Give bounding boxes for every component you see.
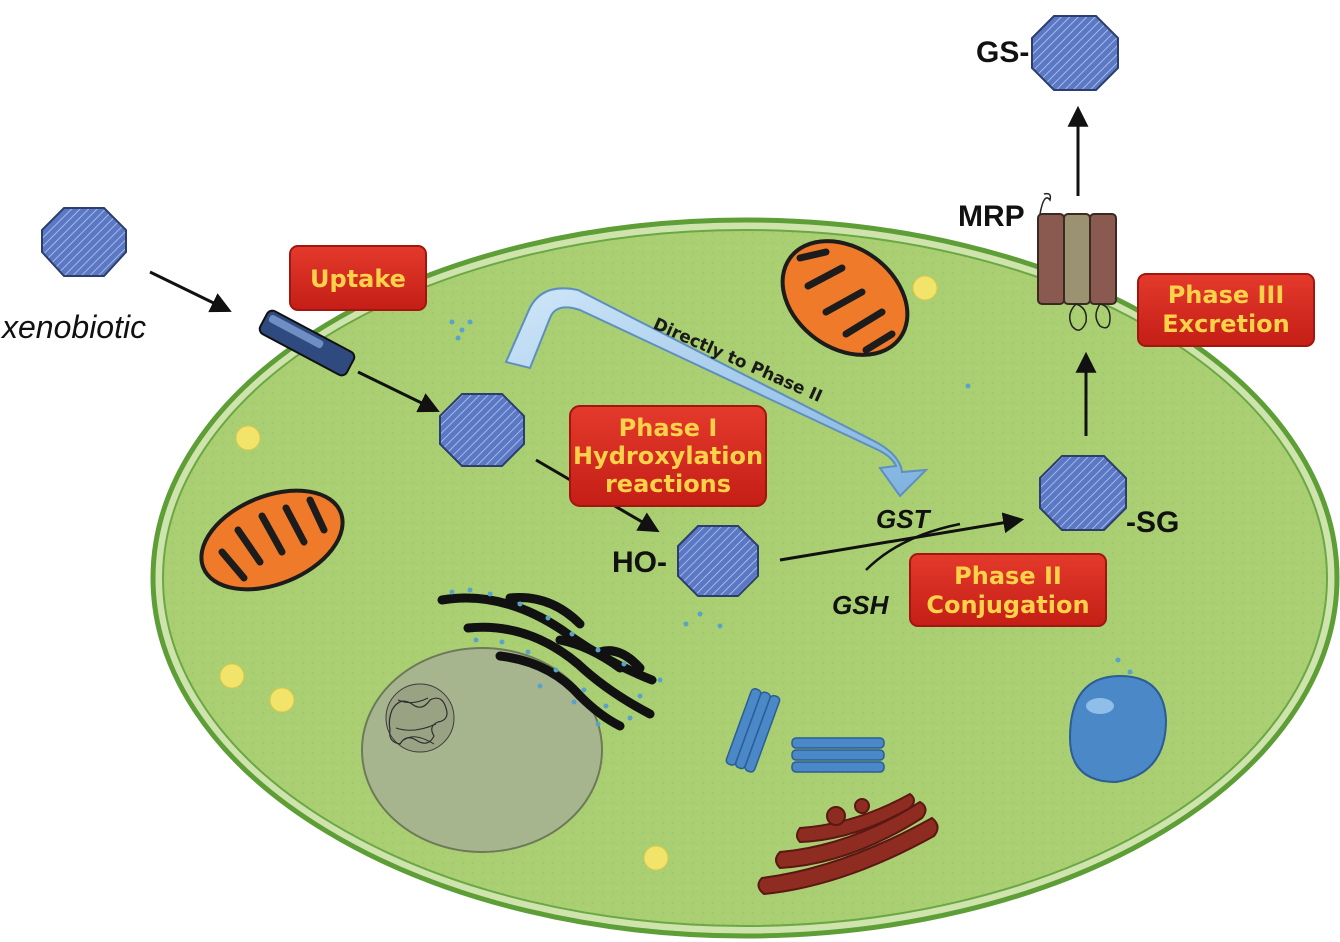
small-dots bbox=[449, 319, 1133, 675]
phase3-box bbox=[1137, 273, 1315, 347]
phase2-label-line2: Conjugation bbox=[926, 591, 1089, 619]
xenobiotic-molecule-icon bbox=[41, 207, 127, 277]
gst-label: GST bbox=[876, 504, 932, 534]
ribosome-dots bbox=[449, 587, 663, 727]
directly-to-phase2-arrow bbox=[504, 287, 929, 498]
mrp-label: MRP bbox=[958, 200, 1025, 233]
gsh-arrow bbox=[865, 522, 961, 571]
phase2-label-line1: Phase II bbox=[954, 562, 1062, 590]
uptake-label: Uptake bbox=[310, 265, 406, 293]
vesicle-icon bbox=[1068, 674, 1168, 784]
phase2-box bbox=[909, 553, 1107, 627]
golgi-icon bbox=[757, 792, 939, 896]
conjugated-molecule-icon bbox=[1039, 455, 1127, 531]
xenobiotic-label: xenobiotic bbox=[0, 309, 146, 345]
endoplasmic-reticulum-icon bbox=[437, 593, 657, 731]
arrow-to-transporter bbox=[149, 270, 232, 313]
phase3-label-line1: Phase III bbox=[1168, 281, 1285, 309]
granules bbox=[219, 275, 938, 871]
mitochondrion-icon bbox=[780, 239, 910, 357]
microtubule-icon bbox=[725, 688, 885, 773]
phase1-label-line2: Hydroxylation bbox=[573, 442, 763, 470]
nucleus-icon bbox=[361, 647, 603, 853]
sg-label: -SG bbox=[1126, 506, 1179, 539]
phase1-label-line1: Phase I bbox=[619, 414, 718, 442]
phase3-label-line2: Excretion bbox=[1162, 310, 1290, 338]
arrow-into-cell bbox=[357, 370, 440, 413]
mrp-pump-icon bbox=[1037, 192, 1117, 331]
phase1-box bbox=[569, 405, 767, 507]
intracellular-molecule-icon bbox=[439, 393, 525, 467]
ho-label: HO- bbox=[612, 546, 667, 579]
gs-label: GS- bbox=[976, 36, 1029, 69]
transporter-icon bbox=[258, 309, 356, 377]
flow-arrows bbox=[149, 105, 1097, 562]
mitochondrion-icon bbox=[199, 488, 345, 592]
uptake-box bbox=[289, 245, 427, 311]
gsh-label: GSH bbox=[832, 590, 890, 620]
hydroxylated-molecule-icon bbox=[677, 525, 759, 597]
phase1-label-line3: reactions bbox=[605, 470, 731, 498]
arrow-to-conjugate bbox=[779, 512, 1025, 562]
excreted-molecule-icon bbox=[1031, 15, 1119, 91]
